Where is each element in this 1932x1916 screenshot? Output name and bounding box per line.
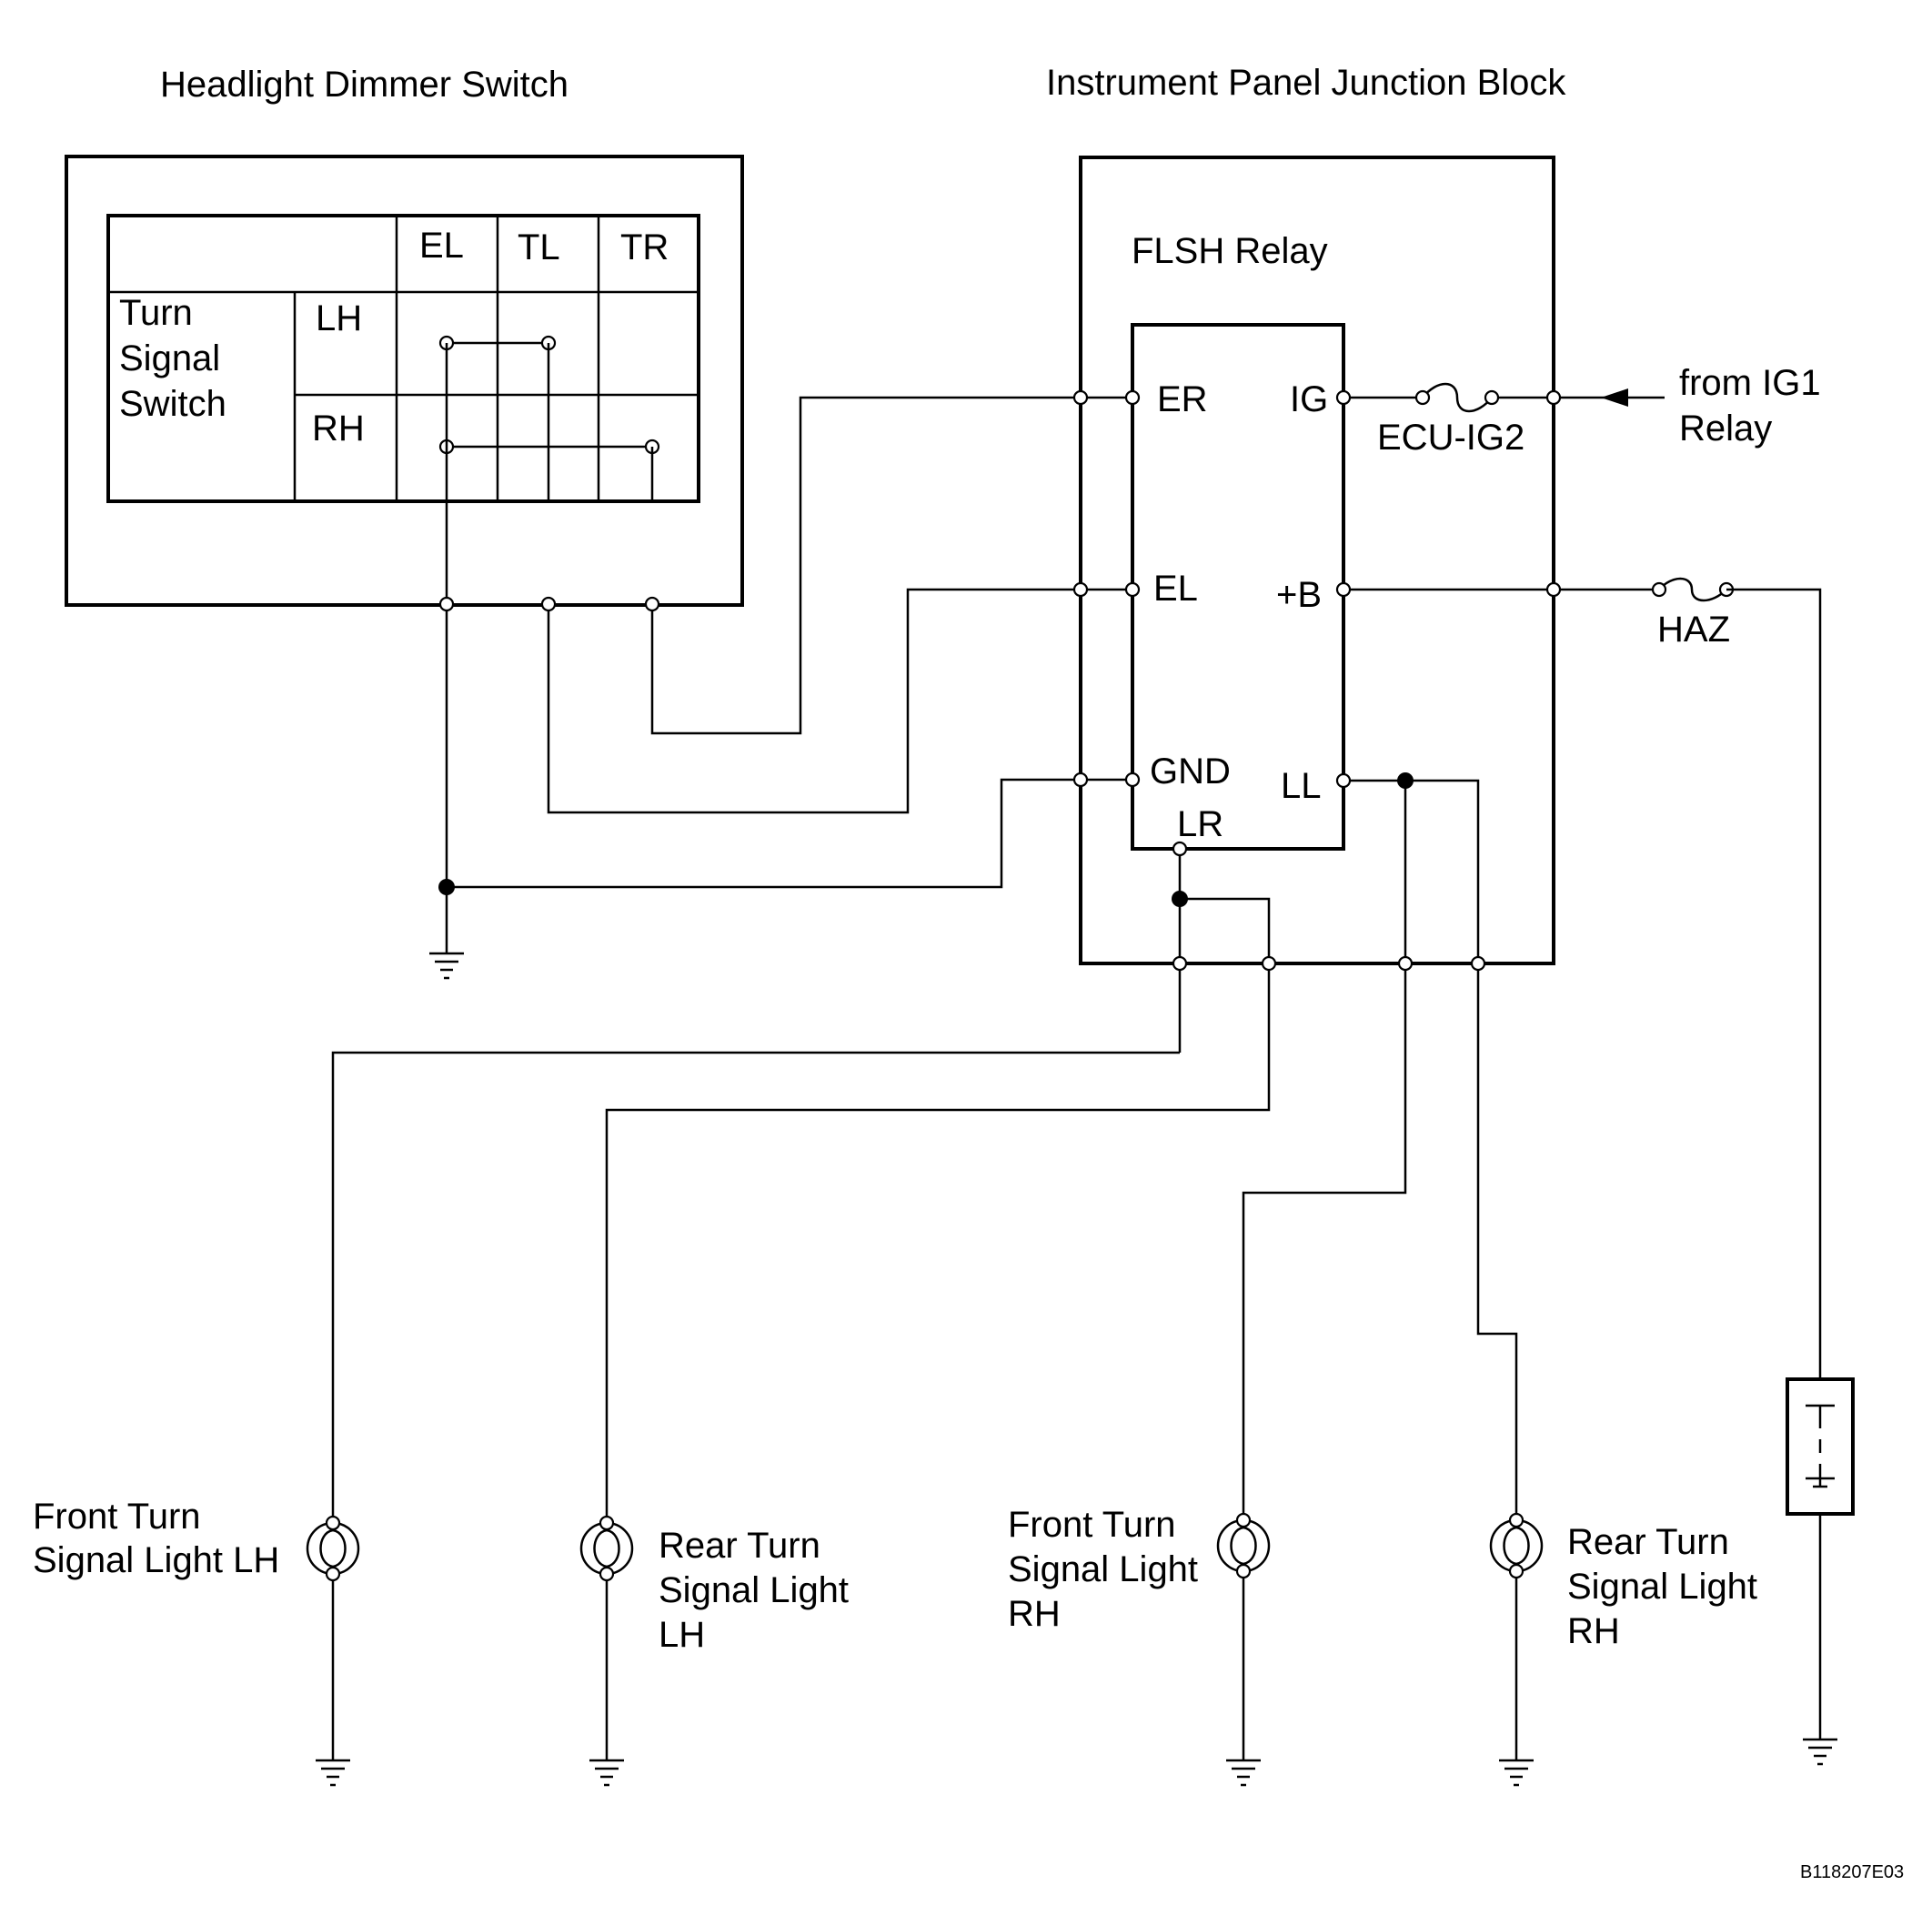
rear-rh-label-line2: Signal Light <box>1567 1567 1757 1607</box>
front-rh-label-line2: Signal Light <box>1008 1549 1198 1589</box>
ground-switch <box>429 952 464 980</box>
switch-column-tr: TR <box>620 227 669 267</box>
bulb-rear-lh-icon <box>579 1515 634 1582</box>
switch-row-label-line3: Switch <box>119 384 226 424</box>
junction-block-title: Instrument Panel Junction Block <box>1046 63 1566 103</box>
figure-code: B118207E03 <box>1800 1862 1904 1882</box>
source-label-line1: from IG1 <box>1679 363 1821 403</box>
switch-row-label-line2: Signal <box>119 338 220 378</box>
wire-ll <box>1242 779 1518 1515</box>
dimmer-switch-housing <box>65 155 744 607</box>
rear-rh-label-line1: Rear Turn <box>1567 1522 1729 1562</box>
ground-rear-lh <box>589 1759 624 1787</box>
wire-er <box>650 396 1132 735</box>
rear-rh-label-line3: RH <box>1567 1611 1620 1651</box>
ground-battery <box>1803 1738 1837 1766</box>
junction-dot-lr <box>1172 891 1188 907</box>
rear-lh-label-line2: Signal Light <box>659 1570 849 1610</box>
bulb-rear-rh-icon <box>1489 1512 1544 1579</box>
wire-el <box>547 343 1132 814</box>
rear-lh-label-line1: Rear Turn <box>659 1526 820 1566</box>
terminal-b-label: +B <box>1276 575 1322 615</box>
fuse-ecu-ig2-label: ECU-IG2 <box>1377 418 1524 458</box>
dimmer-switch-title: Headlight Dimmer Switch <box>160 65 569 105</box>
switch-column-tl: TL <box>518 227 560 267</box>
terminal-er-label: ER <box>1157 379 1208 419</box>
fuse-haz-label: HAZ <box>1657 610 1730 650</box>
source-arrow-icon <box>1601 388 1628 407</box>
front-lh-label-line1: Front Turn <box>33 1497 201 1537</box>
terminal-el-label: EL <box>1153 569 1198 609</box>
front-lh-label-line2: Signal Light LH <box>33 1540 279 1580</box>
junction-dot-ll <box>1397 772 1414 789</box>
bulb-front-lh-icon <box>306 1515 360 1582</box>
switch-table-frame <box>106 214 700 503</box>
front-rh-label-line3: RH <box>1008 1594 1061 1634</box>
terminal-lr-label: LR <box>1177 804 1223 844</box>
switch-row-lh: LH <box>316 298 362 338</box>
source-label-line2: Relay <box>1679 408 1772 449</box>
junction-dot-ground <box>438 879 455 895</box>
connector-terminals <box>438 389 1562 972</box>
relay-name: FLSH Relay <box>1132 231 1328 271</box>
wire-b-haz <box>1343 577 1822 1379</box>
wire-ig-ecu-ig2 <box>1343 382 1665 413</box>
switch-row-label-line1: Turn <box>119 293 193 333</box>
junction-block-housing <box>1079 156 1555 965</box>
front-rh-label-line1: Front Turn <box>1008 1505 1176 1545</box>
rear-lh-label-line3: LH <box>659 1615 705 1655</box>
light-ground-wires <box>331 1578 1518 1760</box>
turn-signal-switch-table <box>106 214 700 503</box>
terminal-gnd-label: GND <box>1150 751 1231 792</box>
wire-gnd <box>445 343 1132 953</box>
wire-lr <box>331 849 1271 1518</box>
switch-column-el: EL <box>419 226 464 266</box>
terminal-ig-label: IG <box>1290 379 1328 419</box>
terminal-ll-label: LL <box>1281 766 1322 806</box>
battery-icon <box>1786 1377 1855 1516</box>
bulb-front-rh-icon <box>1216 1512 1271 1579</box>
ground-rear-rh <box>1499 1759 1534 1787</box>
ground-front-lh <box>316 1759 350 1787</box>
ground-front-rh <box>1226 1759 1261 1787</box>
switch-row-rh: RH <box>312 408 365 449</box>
